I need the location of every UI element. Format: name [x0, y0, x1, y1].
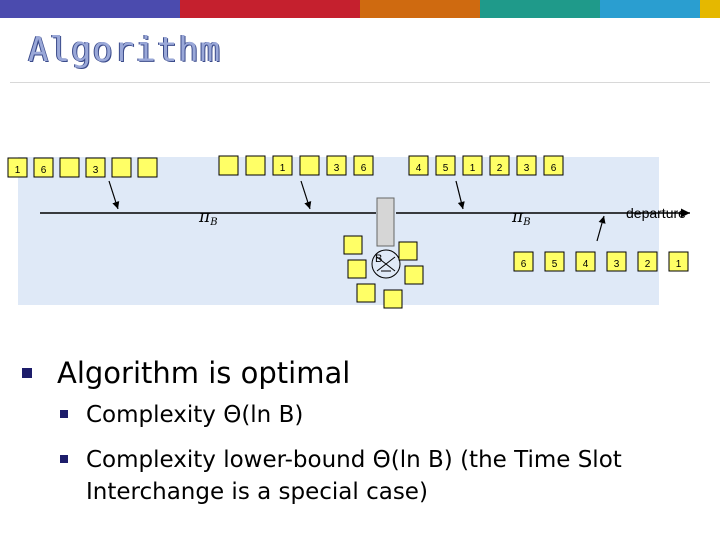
middle-slot [353, 155, 374, 176]
right-slot-label: 2 [497, 163, 503, 174]
permutation-label-left: πB [198, 207, 218, 228]
output-slot-label: 4 [583, 259, 589, 270]
right-slot-label: 3 [524, 163, 530, 174]
buffer-column [376, 197, 395, 247]
diagram-background [18, 157, 659, 305]
output-slot-label: 2 [645, 259, 651, 270]
buffer-slot [356, 283, 376, 303]
middle-slot [326, 155, 347, 176]
top-bar-segment-3 [360, 0, 480, 18]
right-slot-label: 1 [470, 163, 476, 174]
output-slot [637, 251, 658, 272]
bullet-marker-sub-1 [60, 410, 68, 418]
right-slot [516, 155, 537, 176]
title-divider [10, 82, 710, 83]
buffer-slot [404, 265, 424, 285]
input-slot-row: 1 6 3 [7, 157, 158, 178]
bullet-marker-main [22, 368, 32, 378]
middle-slot-label: 1 [280, 163, 286, 174]
bullet-sub-text-3: Interchange is a special case) [86, 479, 428, 505]
top-color-bar [0, 0, 720, 18]
bullet-sub-text-2: Complexity lower-bound Θ(ln B) (the Time… [86, 447, 622, 473]
buffer-switch-icon [376, 256, 396, 272]
feed-arrow-1 [108, 180, 120, 210]
output-slot-label: 3 [614, 259, 620, 270]
bullet-marker-sub-2 [60, 455, 68, 463]
bullet-main-text: Algorithm is optimal [57, 356, 351, 390]
buffer-slot [347, 259, 367, 279]
input-slot [7, 157, 28, 178]
slide-title: Algorithm [28, 30, 222, 70]
permutation-subscript-right: B [522, 217, 530, 228]
output-slot [668, 251, 689, 272]
output-slot-label: 1 [676, 259, 682, 270]
middle-slot-label: 6 [361, 163, 367, 174]
input-slot-label: 3 [93, 165, 99, 176]
right-slot-label: 5 [443, 163, 449, 174]
top-bar-segment-2 [180, 0, 360, 18]
feed-arrow-3 [455, 180, 465, 210]
right-slot [408, 155, 429, 176]
middle-slot [272, 155, 293, 176]
output-slot-row: 6 5 4 3 2 1 [513, 251, 689, 272]
bullet-sub-text-1: Complexity Θ(ln B) [86, 402, 304, 428]
buffer-slot [343, 235, 363, 255]
top-bar-segment-5 [600, 0, 700, 18]
feed-arrow-4 [596, 215, 606, 242]
buffer-slot [383, 289, 403, 309]
middle-slot [299, 155, 320, 176]
buffer-slot-ring [343, 235, 424, 309]
departure-label: departure [626, 205, 686, 221]
right-slot [489, 155, 510, 176]
input-slot-label: 1 [15, 165, 21, 176]
output-slot [544, 251, 565, 272]
feed-arrow-2 [300, 180, 312, 210]
right-slot-label: 4 [416, 163, 422, 174]
right-slot [543, 155, 564, 176]
right-slot-label: 6 [551, 163, 557, 174]
output-slot [513, 251, 534, 272]
right-slot-row: 4 5 1 2 3 6 [408, 155, 564, 176]
buffer-label: B [375, 253, 382, 265]
output-slot-label: 5 [552, 259, 558, 270]
input-slot [59, 157, 80, 178]
input-slot [111, 157, 132, 178]
permutation-label-right: πB [511, 207, 531, 228]
top-bar-segment-4 [480, 0, 600, 18]
permutation-subscript-left: B [209, 217, 217, 228]
input-slot-label: 6 [41, 165, 47, 176]
right-slot [435, 155, 456, 176]
buffer-slot [398, 241, 418, 261]
output-slot [575, 251, 596, 272]
input-slot [33, 157, 54, 178]
middle-slot-row: 1 3 6 [218, 155, 374, 176]
middle-slot-label: 3 [334, 163, 340, 174]
middle-slot [218, 155, 239, 176]
middle-slot [245, 155, 266, 176]
top-bar-segment-6 [700, 0, 720, 18]
input-slot [137, 157, 158, 178]
output-slot-label: 6 [521, 259, 527, 270]
output-slot [606, 251, 627, 272]
right-slot [462, 155, 483, 176]
top-bar-segment-1 [0, 0, 180, 18]
input-slot [85, 157, 106, 178]
